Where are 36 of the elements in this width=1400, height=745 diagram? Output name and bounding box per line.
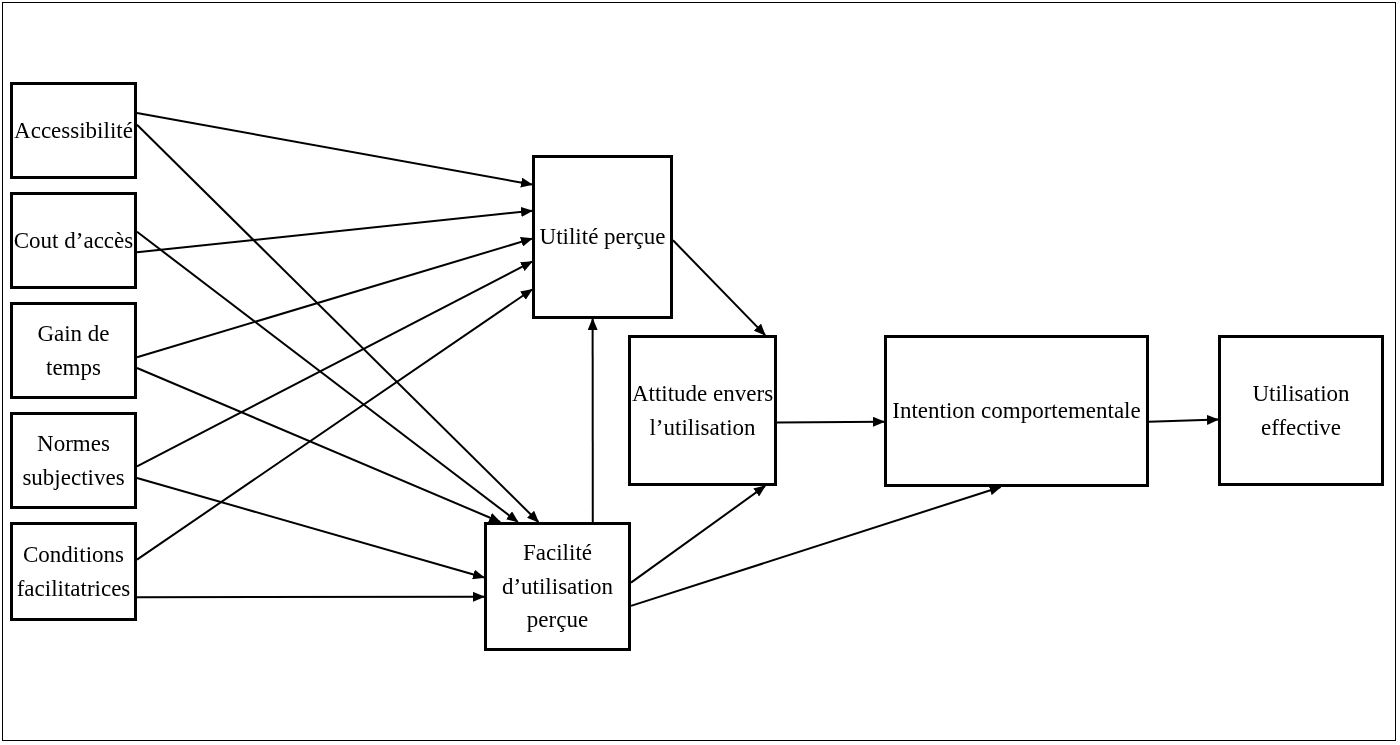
concept-label: Accessibilité [14,116,133,145]
concept-box [884,335,1149,487]
arrow [136,123,540,523]
concept-label: Conditions facilitatrices [15,541,132,603]
concept-label: Utilité perçue [539,223,666,252]
arrow [776,416,885,427]
arrow [587,318,598,523]
concept-label: Intention comportementale [892,397,1141,426]
arrow [136,260,533,468]
arrow [136,591,485,602]
arrow [630,485,1002,607]
arrow [136,288,533,561]
arrow [1148,414,1219,425]
concept-box [1218,335,1384,486]
concept-box [10,522,137,621]
concept-label: Cout d’accès [13,226,134,255]
arrow [136,366,502,523]
concept-box [628,335,777,486]
arrow [630,485,767,584]
concept-label: Normes subjectives [21,430,126,492]
concept-box [10,412,137,509]
concept-label: Facilité d’utilisation perçue [500,539,615,635]
arrow [136,230,519,523]
arrow [136,237,533,359]
concept-box [10,82,137,179]
concept-box [10,192,137,289]
concept-box [10,302,137,399]
arrow [136,206,533,254]
concept-label: Attitude envers l’utilisation [631,380,774,442]
arrow [672,239,767,336]
concept-label: Gain de temps [36,320,111,382]
concept-label: Utilisation effective [1251,380,1351,442]
concept-box [532,155,673,319]
arrow [136,476,485,580]
concept-box [484,522,631,651]
arrow [136,112,533,188]
